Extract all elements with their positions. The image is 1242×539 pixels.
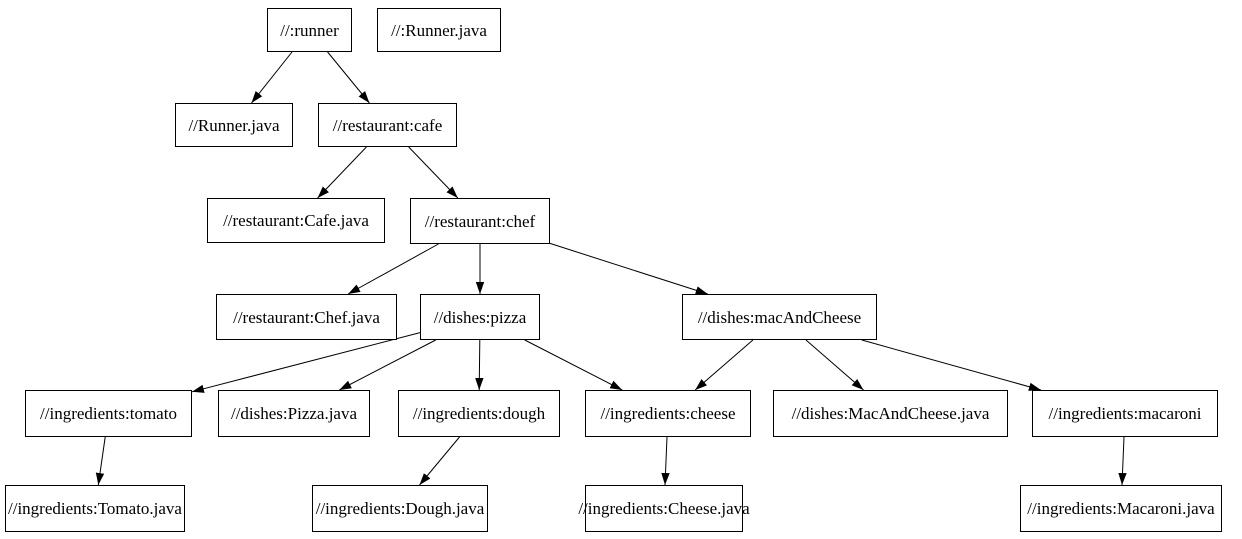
graph-edge-pizza-to-dough bbox=[475, 339, 484, 391]
graph-node-mac-and-cheese: //dishes:macAndCheese bbox=[682, 294, 877, 340]
graph-edge-chef-to-chef-java bbox=[347, 243, 439, 295]
graph-node-label: //restaurant:chef bbox=[424, 211, 536, 231]
graph-edge-pizza-to-tomato bbox=[191, 332, 421, 393]
graph-node-runner: //:runner bbox=[267, 8, 352, 52]
graph-node-pizza-java: //dishes:Pizza.java bbox=[218, 390, 370, 437]
graph-node-chef-java: //restaurant:Chef.java bbox=[216, 294, 397, 340]
graph-edge-group bbox=[95, 51, 1127, 486]
graph-node-runner-java-target: //:Runner.java bbox=[377, 8, 501, 52]
graph-node-label: //ingredients:Dough.java bbox=[315, 499, 485, 518]
graph-node-label: //:Runner.java bbox=[391, 20, 487, 40]
graph-node-label: //ingredients:Cheese.java bbox=[578, 499, 750, 518]
graph-edge-chef-to-mac-and-cheese bbox=[549, 242, 708, 295]
graph-edge-tomato-to-tomato-java bbox=[95, 436, 106, 486]
graph-node-label: //ingredients:macaroni bbox=[1048, 404, 1202, 423]
graph-node-cheese: //ingredients:cheese bbox=[585, 390, 751, 437]
graph-node-label: //dishes:macAndCheese bbox=[697, 307, 862, 327]
graph-edge-mac-and-cheese-to-mac-and-cheese-java bbox=[805, 339, 864, 391]
graph-node-label: //restaurant:Cafe.java bbox=[223, 211, 369, 230]
graph-edge-runner-to-cafe bbox=[327, 51, 370, 104]
graph-edge-cafe-to-cafe-java bbox=[317, 146, 367, 199]
graph-node-tomato: //ingredients:tomato bbox=[25, 390, 192, 437]
graph-node-label: //dishes:Pizza.java bbox=[230, 404, 358, 423]
graph-node-runner-java: //Runner.java bbox=[175, 103, 293, 147]
graph-node-label: //ingredients:tomato bbox=[40, 404, 177, 423]
graph-node-cheese-java: //ingredients:Cheese.java bbox=[578, 485, 750, 532]
graph-node-label: //ingredients:cheese bbox=[600, 404, 736, 423]
graph-node-label: //ingredients:Tomato.java bbox=[8, 499, 182, 518]
graph-node-label: //Runner.java bbox=[188, 115, 280, 135]
graph-node-dough-java: //ingredients:Dough.java bbox=[312, 485, 488, 532]
graph-node-label: //:runner bbox=[280, 20, 339, 40]
graph-edge-pizza-to-cheese bbox=[524, 339, 623, 391]
graph-node-label: //ingredients:Macaroni.java bbox=[1027, 499, 1215, 518]
graph-node-label: //dishes:pizza bbox=[433, 307, 527, 327]
graph-node-label: //dishes:MacAndCheese.java bbox=[791, 404, 990, 423]
graph-edge-macaroni-to-macaroni-java bbox=[1118, 436, 1127, 486]
graph-node-dough: //ingredients:dough bbox=[398, 390, 560, 437]
graph-edge-cafe-to-chef bbox=[408, 146, 459, 199]
graph-edge-pizza-to-pizza-java bbox=[339, 339, 436, 391]
graph-node-pizza: //dishes:pizza bbox=[420, 294, 540, 340]
graph-edge-mac-and-cheese-to-cheese bbox=[694, 339, 754, 391]
graph-node-label: //restaurant:Chef.java bbox=[233, 307, 380, 327]
graph-edge-dough-to-dough-java bbox=[419, 436, 460, 486]
graph-edge-mac-and-cheese-to-macaroni bbox=[861, 339, 1042, 391]
graph-node-mac-and-cheese-java: //dishes:MacAndCheese.java bbox=[773, 390, 1008, 437]
graph-node-tomato-java: //ingredients:Tomato.java bbox=[5, 485, 185, 532]
graph-node-macaroni: //ingredients:macaroni bbox=[1032, 390, 1218, 437]
graph-edge-runner-to-runner-java bbox=[251, 51, 293, 104]
graph-node-cafe-java: //restaurant:Cafe.java bbox=[207, 198, 385, 243]
graph-node-chef: //restaurant:chef bbox=[410, 198, 550, 244]
graph-node-label: //restaurant:cafe bbox=[332, 115, 443, 135]
graph-node-macaroni-java: //ingredients:Macaroni.java bbox=[1020, 485, 1222, 532]
graph-edge-cheese-to-cheese-java bbox=[661, 436, 670, 486]
graph-node-cafe: //restaurant:cafe bbox=[318, 103, 457, 147]
graph-node-label: //ingredients:dough bbox=[412, 404, 546, 423]
